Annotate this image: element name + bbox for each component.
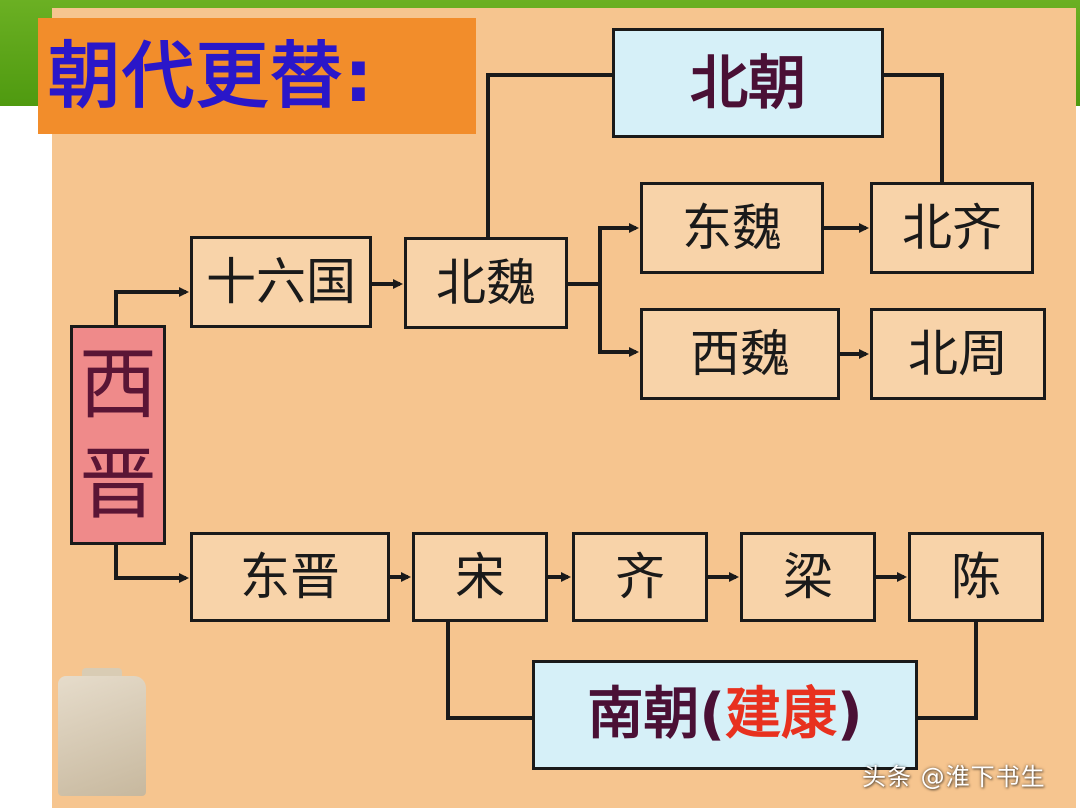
node-qi-label: 齐 — [615, 548, 665, 606]
node-nanchao-capital: 建康 — [725, 682, 837, 747]
node-chen: 陈 — [908, 532, 1044, 622]
edge-xijin-dongjin — [114, 543, 189, 583]
node-dongjin-label: 东晋 — [240, 548, 340, 606]
edge-chen-nanchao — [918, 622, 978, 720]
node-xiwei-label: 西魏 — [690, 325, 790, 383]
node-xijin-char-2: 晋 — [78, 440, 157, 530]
node-nanchao-label: 南朝( — [587, 682, 725, 747]
node-beiwei-label: 北魏 — [436, 254, 536, 312]
edge-beiwei-beichao — [486, 73, 612, 237]
node-song: 宋 — [412, 532, 548, 622]
node-nanchao: 南朝(建康) — [532, 660, 918, 770]
node-liang-label: 梁 — [783, 548, 833, 606]
edge-beichao-beiqi — [882, 73, 944, 183]
decorative-sack-image — [58, 676, 146, 796]
node-beichao: 北朝 — [612, 28, 884, 138]
node-beizhou: 北周 — [870, 308, 1046, 400]
edge-xijin-shiliuguo — [114, 287, 189, 327]
node-song-label: 宋 — [455, 548, 505, 606]
watermark: 头条 @淮下书生 — [862, 763, 1046, 791]
node-xijin-char-1: 西 — [78, 340, 157, 430]
node-dongwei: 东魏 — [640, 182, 824, 274]
node-nanchao-close: ) — [837, 682, 863, 747]
edge-beiwei-xiwei — [598, 284, 639, 357]
page-title: 朝代更替: — [48, 34, 375, 118]
node-qi: 齐 — [572, 532, 708, 622]
node-shiliuguo: 十六国 — [190, 236, 372, 328]
node-xijin: 西 晋 — [70, 325, 166, 545]
node-dongwei-label: 东魏 — [682, 199, 782, 257]
node-beichao-label: 北朝 — [689, 49, 806, 117]
node-beizhou-label: 北周 — [908, 325, 1008, 383]
edge-song-nanchao — [446, 622, 532, 720]
node-beiqi: 北齐 — [870, 182, 1034, 274]
node-chen-label: 陈 — [951, 548, 1001, 606]
node-dongjin: 东晋 — [190, 532, 390, 622]
node-beiqi-label: 北齐 — [902, 199, 1002, 257]
node-xiwei: 西魏 — [640, 308, 840, 400]
node-beiwei: 北魏 — [404, 237, 568, 329]
node-shiliuguo-label: 十六国 — [206, 253, 356, 311]
title-box: 朝代更替: — [38, 18, 476, 134]
edge-beiwei-dongwei — [598, 223, 639, 284]
node-liang: 梁 — [740, 532, 876, 622]
